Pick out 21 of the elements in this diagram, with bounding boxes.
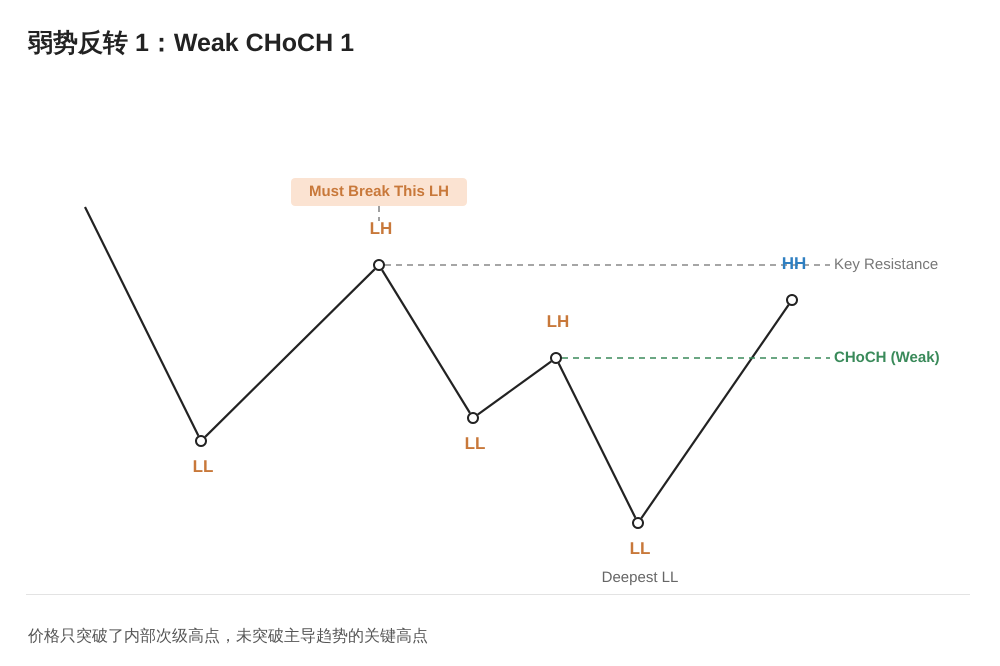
dashed-line: [378, 206, 380, 221]
title: 弱势反转 1：Weak CHoCH 1: [28, 28, 354, 59]
caption: 价格只突破了内部次级高点，未突破主导趋势的关键高点: [28, 626, 428, 647]
point-label: LL: [192, 457, 214, 477]
price-line: [204, 268, 376, 438]
point-note: Deepest LL: [602, 569, 678, 586]
price-line: [558, 362, 636, 518]
line-label: Key Resistance: [834, 256, 938, 273]
point-label: LH: [546, 312, 570, 332]
dashed-line: [385, 264, 830, 266]
dashed-line: [562, 357, 830, 359]
callout-label: Must Break This LH: [291, 178, 467, 206]
point-label: HH: [782, 254, 806, 274]
price-line: [477, 360, 552, 416]
point-label: LH: [370, 219, 392, 239]
price-line: [84, 206, 200, 436]
point-label: LL: [464, 434, 486, 454]
point-label: LL: [630, 539, 650, 559]
price-line: [640, 304, 790, 519]
line-label: CHoCH (Weak): [834, 349, 940, 366]
price-line: [381, 270, 471, 414]
